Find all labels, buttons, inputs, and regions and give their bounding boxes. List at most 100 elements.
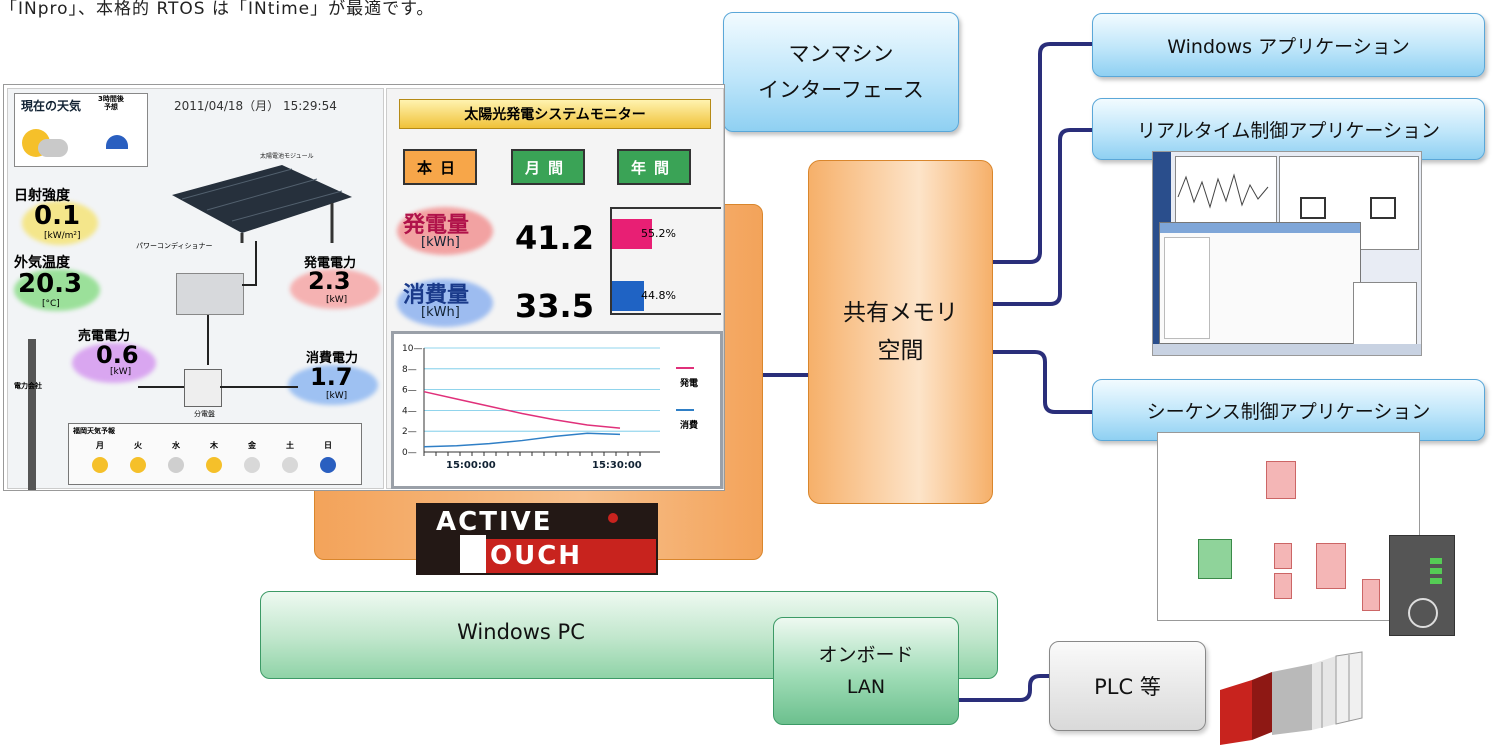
irradiance-unit: [kW/m²] bbox=[44, 231, 81, 241]
forecast-weather-icon bbox=[168, 457, 184, 473]
windows-pc-label: Windows PC bbox=[457, 620, 585, 644]
forecast-weather-icon bbox=[206, 457, 222, 473]
gen-power-value: 2.3 bbox=[308, 267, 351, 295]
temp-label: 外気温度 bbox=[14, 255, 70, 271]
x-tick-label: 15:30:00 bbox=[592, 460, 642, 471]
trend-chart-frame: 10— 8— 6— 4— 2— 0— 15:00:00 15:30:00 発電 消費 bbox=[391, 331, 723, 489]
realtime-app-screenshot bbox=[1152, 151, 1422, 356]
gen-ratio-bar bbox=[612, 219, 652, 249]
gen-amount-value: 41.2 bbox=[515, 219, 594, 257]
x-tick-label: 15:00:00 bbox=[446, 460, 496, 471]
plc-hardware-image bbox=[1220, 651, 1363, 745]
monitor-left-panel: 現在の天気 3時間後 予想 2011/04/18（月） 15:29:54 太陽電… bbox=[7, 88, 384, 490]
hmi-box: マンマシン インターフェース bbox=[723, 12, 959, 132]
y-tick-label: 6— bbox=[402, 386, 417, 396]
forecast-day: 月 bbox=[85, 440, 115, 473]
logo-line1: ACTIVE bbox=[436, 507, 553, 537]
utility-label: 電力会社 bbox=[14, 382, 42, 390]
gen-power-label: 発電電力 bbox=[304, 256, 357, 271]
tab-today[interactable]: 本日 bbox=[403, 149, 477, 185]
gen-power-unit: [kW] bbox=[326, 295, 348, 305]
legend-cons: 消費 bbox=[680, 421, 699, 431]
legend-gen: 発電 bbox=[680, 379, 699, 389]
forecast-day-label: 土 bbox=[286, 441, 294, 450]
cloud-icon bbox=[38, 139, 68, 157]
forecast-day: 火 bbox=[123, 440, 153, 473]
forecast-day-label: 木 bbox=[210, 441, 218, 450]
panel-label: 分電盤 bbox=[194, 410, 215, 418]
forecast-weather-icon bbox=[244, 457, 260, 473]
cons-ratio-bar bbox=[612, 281, 644, 311]
irradiance-value: 0.1 bbox=[34, 201, 81, 231]
forecast-weather-icon bbox=[320, 457, 336, 473]
forecast-label: 3時間後 予想 bbox=[98, 95, 124, 111]
plc-box: PLC 等 bbox=[1049, 641, 1206, 731]
y-tick-label: 8— bbox=[402, 365, 417, 375]
top-note: 「INpro」、本格的 RTOS は「INtime」が最適です。 bbox=[0, 0, 435, 19]
breaker-panel bbox=[184, 369, 222, 407]
cons-amount-unit: [kWh] bbox=[421, 305, 460, 320]
y-tick-label: 0— bbox=[402, 448, 417, 458]
tab-monthly[interactable]: 月間 bbox=[511, 149, 585, 185]
gen-ratio-pct: 55.2% bbox=[641, 227, 676, 240]
y-tick-label: 2— bbox=[402, 427, 417, 437]
forecast-day-label: 水 bbox=[172, 441, 180, 450]
weekly-title: 福岡天気予報 bbox=[73, 427, 115, 435]
sequence-app-box: シーケンス制御アプリケーション bbox=[1092, 379, 1485, 441]
weekly-forecast: 福岡天気予報 月 火 水 木 金 土 日 bbox=[68, 423, 362, 485]
forecast-day-label: 火 bbox=[134, 441, 142, 450]
module-label: 太陽電池モジュール bbox=[260, 153, 314, 160]
cons-amount-value: 33.5 bbox=[515, 287, 594, 325]
gen-amount-unit: [kWh] bbox=[421, 235, 460, 250]
sell-power-label: 売電電力 bbox=[78, 329, 131, 344]
tab-yearly[interactable]: 年間 bbox=[617, 149, 691, 185]
datetime: 2011/04/18（月） 15:29:54 bbox=[174, 99, 337, 113]
y-tick-label: 4— bbox=[402, 406, 417, 416]
temp-value: 20.3 bbox=[18, 269, 83, 299]
realtime-app-box: リアルタイム制御アプリケーション bbox=[1092, 98, 1485, 160]
solar-monitor-screenshot: 現在の天気 3時間後 予想 2011/04/18（月） 15:29:54 太陽電… bbox=[3, 84, 725, 491]
forecast-weather-icon bbox=[282, 457, 298, 473]
solar-panel-image bbox=[172, 165, 352, 243]
temp-unit: [°C] bbox=[42, 299, 60, 309]
trend-chart: 10— 8— 6— 4— 2— 0— 15:00:00 15:30:00 bbox=[402, 344, 694, 471]
pcs-image bbox=[176, 273, 244, 315]
sequence-widget bbox=[1389, 535, 1455, 636]
monitor-right-panel: 太陽光発電システムモニター 本日 月間 年間 発電量 [kWh] 41.2 消費… bbox=[386, 88, 724, 489]
shared-memory-box: 共有メモリ 空間 bbox=[808, 160, 993, 504]
forecast-day: 日 bbox=[313, 440, 343, 473]
cons-ratio-pct: 44.8% bbox=[641, 289, 676, 302]
forecast-day: 土 bbox=[275, 440, 305, 473]
cons-amount-label: 消費量 bbox=[403, 283, 470, 308]
weather-title: 現在の天気 bbox=[21, 99, 82, 113]
sell-power-unit: [kW] bbox=[110, 367, 132, 377]
cons-power-label: 消費電力 bbox=[306, 351, 359, 366]
gen-amount-label: 発電量 bbox=[403, 213, 470, 238]
windows-app-box: Windows アプリケーション bbox=[1092, 13, 1485, 77]
logo-line2: OUCH bbox=[490, 541, 583, 571]
forecast-day-label: 月 bbox=[96, 441, 104, 450]
umbrella-icon bbox=[106, 135, 128, 149]
forecast-weather-icon bbox=[130, 457, 146, 473]
monitor-wiring bbox=[138, 241, 298, 388]
forecast-day: 木 bbox=[199, 440, 229, 473]
cons-power-unit: [kW] bbox=[326, 391, 348, 401]
series-line bbox=[423, 390, 621, 429]
series-line bbox=[423, 432, 621, 448]
sell-power-value: 0.6 bbox=[96, 341, 139, 369]
active-touch-logo: ACTIVE OUCH bbox=[416, 503, 658, 575]
onboard-lan-box: オンボード LAN bbox=[773, 617, 959, 725]
forecast-day-label: 日 bbox=[324, 441, 332, 450]
cons-power-value: 1.7 bbox=[310, 363, 353, 391]
y-tick-label: 10— bbox=[402, 344, 422, 354]
irradiance-label: 日射強度 bbox=[14, 188, 70, 204]
forecast-day: 水 bbox=[161, 440, 191, 473]
forecast-day: 金 bbox=[237, 440, 267, 473]
system-title: 太陽光発電システムモニター bbox=[399, 99, 711, 129]
sequence-app-screenshot bbox=[1157, 432, 1420, 621]
forecast-weather-icon bbox=[92, 457, 108, 473]
pcs-label: パワーコンディショナー bbox=[136, 242, 213, 250]
utility-pole bbox=[28, 339, 36, 490]
forecast-day-label: 金 bbox=[248, 441, 256, 450]
